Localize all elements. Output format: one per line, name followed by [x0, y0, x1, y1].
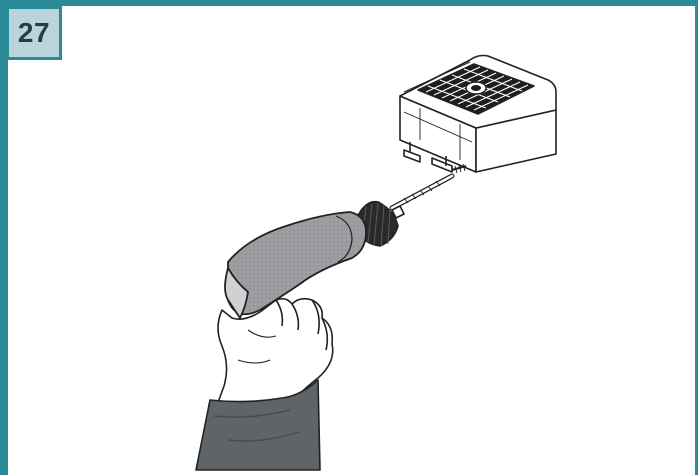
step-number: 27: [18, 17, 50, 49]
drill-bit: [392, 176, 452, 208]
step-badge: 27: [6, 6, 62, 60]
mounting-box: [400, 56, 556, 174]
